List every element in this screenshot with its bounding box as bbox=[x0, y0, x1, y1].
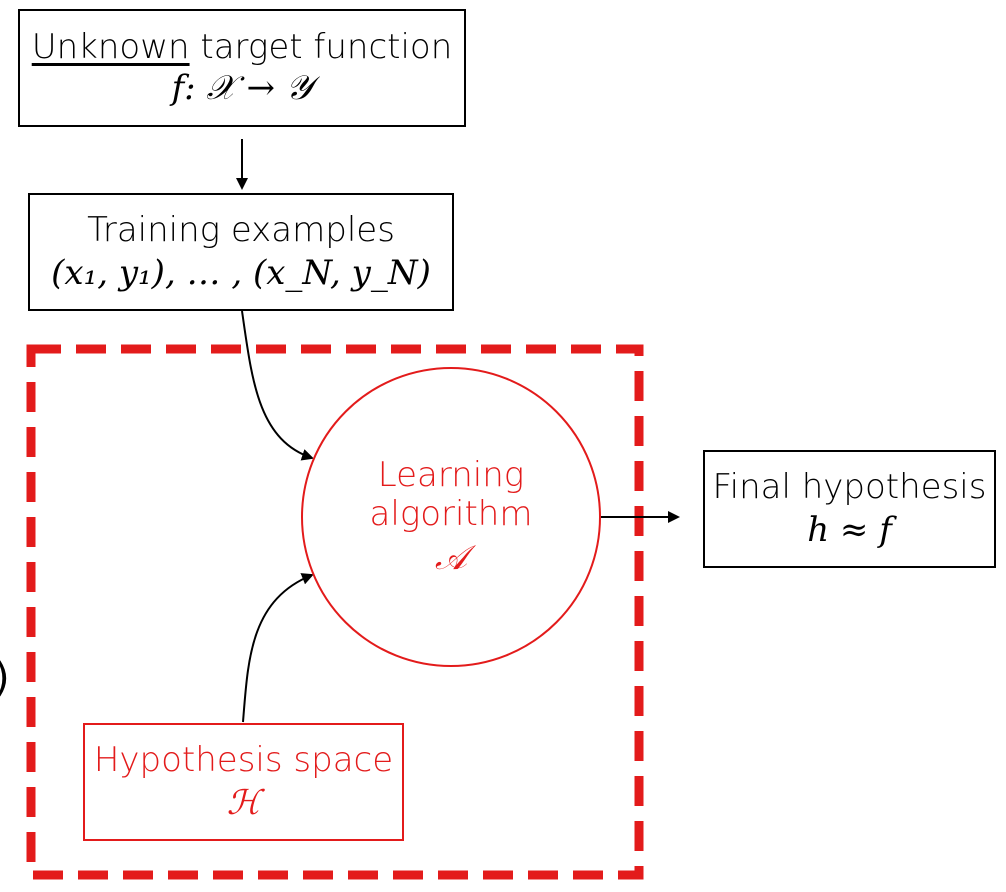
hypothesis-space-box: Hypothesis space ℋ bbox=[83, 723, 404, 841]
final-hypothesis-formula: h ≈ f bbox=[807, 510, 892, 550]
hypothesis-space-label: Hypothesis space bbox=[93, 739, 394, 780]
learning-algorithm-node: Learning algorithm 𝒜 bbox=[301, 367, 601, 667]
training-examples-box: Training examples (x₁, y₁), … , (x_N, y_… bbox=[28, 193, 454, 311]
dashed-learning-frame bbox=[26, 344, 644, 880]
cropped-edge-glyph: ) bbox=[0, 658, 10, 698]
learning-algorithm-label-line2: algorithm bbox=[369, 494, 533, 535]
unknown-word: Unknown bbox=[31, 26, 190, 67]
final-hypothesis-box: Final hypothesis h ≈ f bbox=[703, 450, 996, 568]
arrow-hypothesis-to-algorithm bbox=[242, 573, 314, 723]
training-examples-formula: (x₁, y₁), … , (x_N, y_N) bbox=[51, 253, 431, 293]
target-function-box: Unknown target function f: 𝒳 → 𝒴 bbox=[18, 9, 466, 127]
learning-algorithm-label-line1: Learning bbox=[377, 455, 525, 496]
training-examples-label: Training examples bbox=[87, 209, 395, 250]
target-function-word: target function bbox=[189, 26, 453, 67]
target-function-label: Unknown target function bbox=[31, 26, 453, 67]
hypothesis-space-symbol: ℋ bbox=[226, 783, 261, 823]
final-hypothesis-label: Final hypothesis bbox=[712, 466, 987, 507]
target-function-formula: f: 𝒳 → 𝒴 bbox=[171, 68, 313, 108]
learning-algorithm-symbol: 𝒜 bbox=[434, 537, 468, 578]
arrow-training-to-algorithm bbox=[241, 310, 314, 461]
